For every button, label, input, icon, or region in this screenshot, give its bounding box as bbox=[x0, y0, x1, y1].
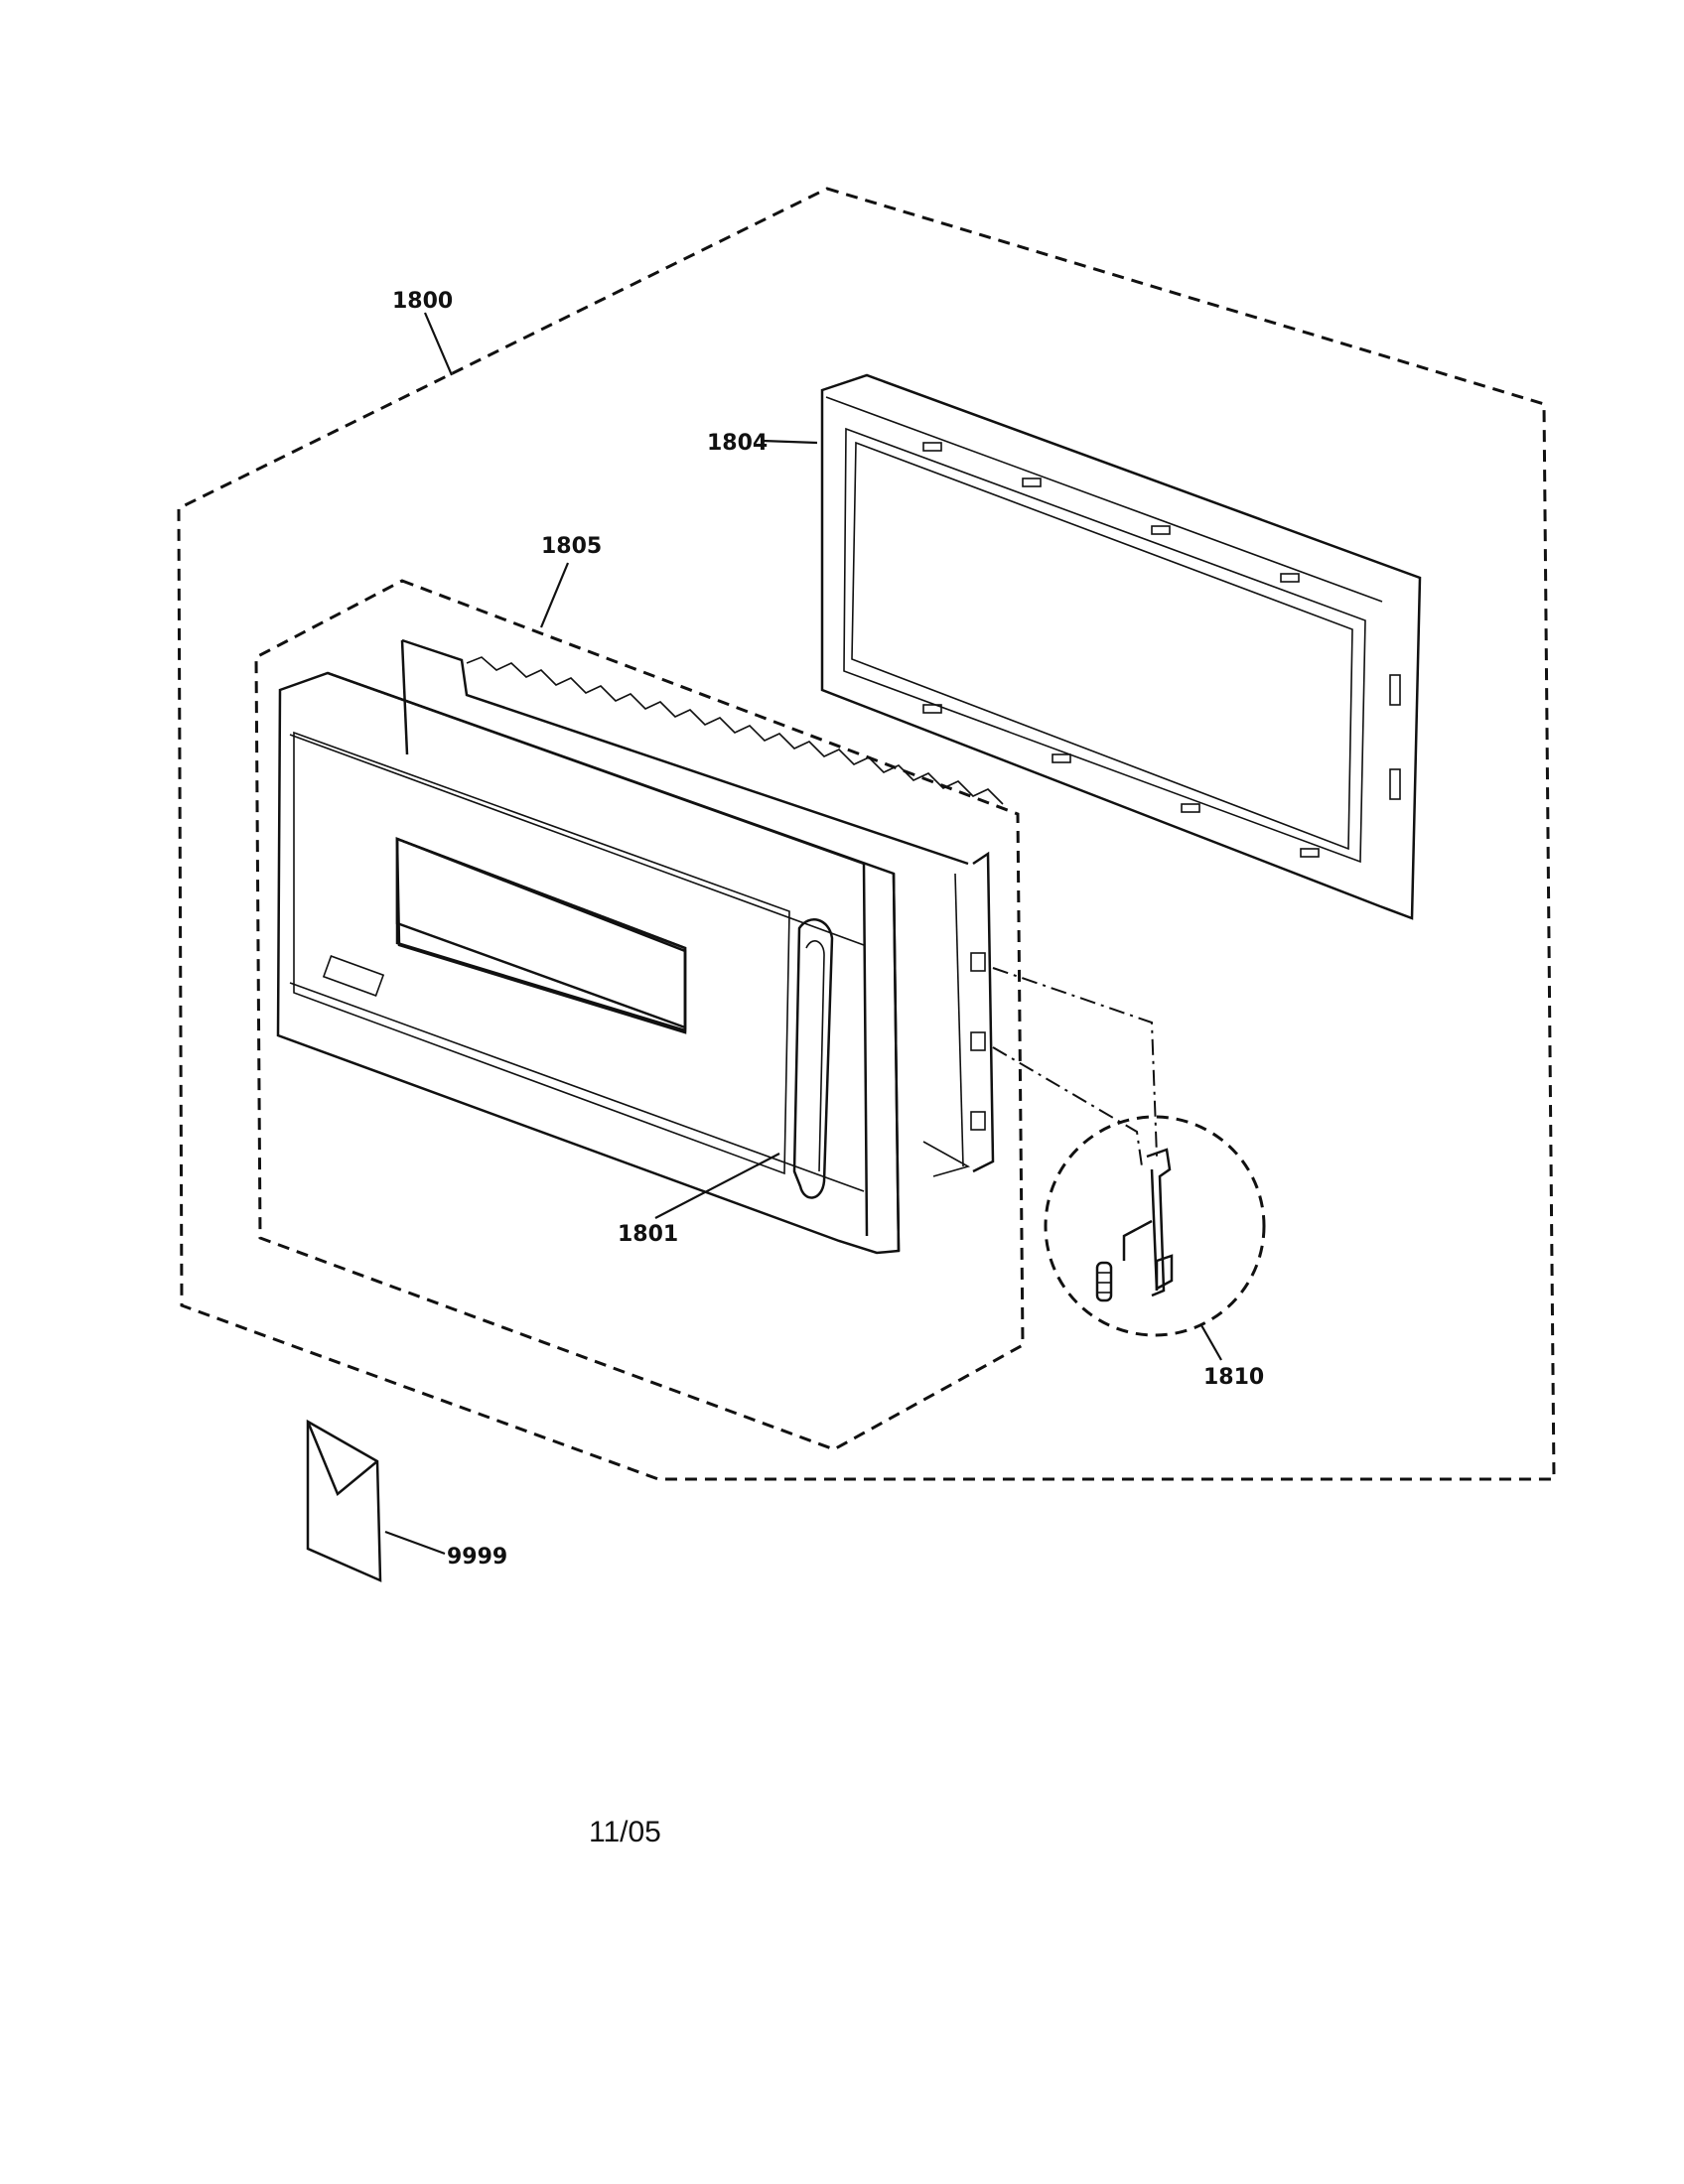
callout-1810: 1810 bbox=[1203, 1365, 1264, 1390]
door-handle bbox=[792, 918, 834, 1199]
leader-1800 bbox=[423, 312, 454, 376]
latch-leader-lower bbox=[992, 1046, 1143, 1167]
door-assembly-boundary-1805 bbox=[254, 579, 1025, 1451]
leader-1810 bbox=[1200, 1324, 1222, 1361]
door-panel-1801 bbox=[276, 671, 901, 1255]
control-badge bbox=[322, 955, 385, 997]
callout-1805: 1805 bbox=[541, 534, 602, 559]
callout-1801: 1801 bbox=[618, 1222, 678, 1247]
assembly-boundary-1800 bbox=[177, 187, 1556, 1481]
latch-parts bbox=[1095, 1148, 1174, 1302]
footer-date: 11/05 bbox=[589, 1816, 661, 1848]
latch-kit-boundary-1810 bbox=[1044, 1115, 1266, 1337]
literature-envelope-9999 bbox=[306, 1419, 382, 1582]
leader-1805 bbox=[539, 562, 570, 628]
door-frame-1804 bbox=[820, 373, 1422, 920]
callout-1800: 1800 bbox=[392, 289, 453, 314]
leader-9999 bbox=[384, 1530, 446, 1556]
latch-leader-upper bbox=[992, 967, 1158, 1158]
leader-1804 bbox=[762, 439, 818, 445]
leader-1801 bbox=[654, 1153, 780, 1219]
callout-1804: 1804 bbox=[707, 431, 768, 456]
door-inner-plate bbox=[400, 638, 1004, 1177]
callout-9999: 9999 bbox=[447, 1545, 507, 1570]
